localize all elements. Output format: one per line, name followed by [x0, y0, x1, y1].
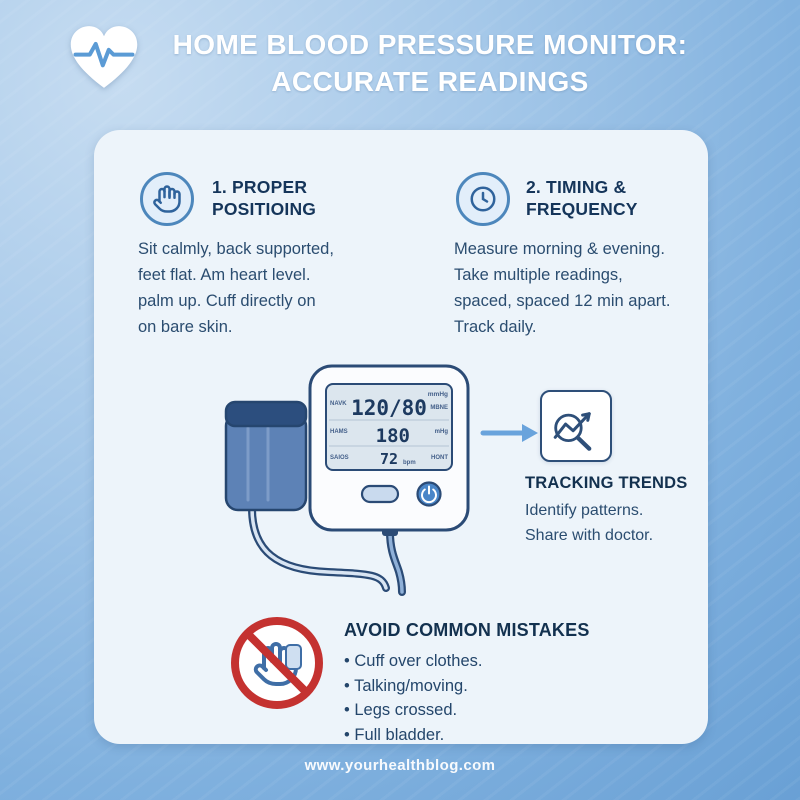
arrow-right-icon: [480, 424, 538, 442]
no-symbol-icon: [231, 617, 323, 709]
tubes: [248, 504, 406, 596]
screen-right-label-2: mHg: [435, 429, 449, 435]
screen-left-label-3: SAIOS: [330, 455, 349, 461]
screen-left-label-1: NAVK: [330, 401, 347, 407]
reading-pulse-unit: bpm: [403, 460, 416, 466]
title-line-2: ACCURATE READINGS: [271, 66, 589, 97]
device-screen: mmHg NAVK HAMS SAIOS MBNE mHg HONT 120/8…: [325, 383, 453, 471]
mistake-item-2: • Talking/moving.: [344, 676, 468, 695]
mistakes-heading: AVOID COMMON MISTAKES: [344, 620, 590, 640]
reading-secondary: 180: [376, 425, 410, 447]
trends-heading: TRACKING TRENDS: [525, 474, 688, 492]
tip2-body: Measure morning & evening. Take multiple…: [454, 240, 671, 336]
screen-unit-top: mmHg: [428, 391, 448, 398]
tip2-heading: 2. TIMING & FREQUENCY: [526, 177, 638, 219]
mistake-item-3: • Legs crossed.: [344, 701, 458, 719]
title-line-1: HOME BLOOD PRESSURE MONITOR:: [172, 29, 688, 60]
screen-left-label-2: HAMS: [330, 429, 348, 435]
tip1-heading: 1. PROPER POSITIOING: [212, 177, 317, 219]
trends-body: Identify patterns. Share with doctor.: [525, 502, 654, 544]
footer-url: www.yourhealthblog.com: [304, 757, 496, 774]
mistake-item-4: • Full bladder.: [344, 725, 445, 744]
reading-pulse: 72: [380, 450, 398, 468]
reading-sys-dia: 120/80: [351, 396, 427, 420]
clock-icon: [456, 172, 510, 226]
cuff: [224, 400, 308, 512]
tip1-body: Sit calmly, back supported, feet flat. A…: [138, 240, 334, 336]
content-card: 1. PROPER POSITIOING Sit calmly, back su…: [94, 130, 708, 744]
bp-monitor-illustration: mmHg NAVK HAMS SAIOS MBNE mHg HONT 120/8…: [224, 364, 470, 596]
page-title: HOME BLOOD PRESSURE MONITOR: ACCURATE RE…: [150, 26, 710, 100]
magnifier-chart-icon: [540, 390, 612, 462]
screen-right-label-1: MBNE: [430, 405, 448, 411]
screen-right-label-3: HONT: [431, 455, 448, 461]
hand-icon: [140, 172, 194, 226]
device-power-button: [416, 481, 442, 507]
heart-ecg-icon: [66, 22, 142, 92]
device-oval-button: [360, 484, 400, 504]
mistake-item-1: • Cuff over clothes.: [344, 652, 483, 670]
device-body: mmHg NAVK HAMS SAIOS MBNE mHg HONT 120/8…: [308, 364, 470, 536]
